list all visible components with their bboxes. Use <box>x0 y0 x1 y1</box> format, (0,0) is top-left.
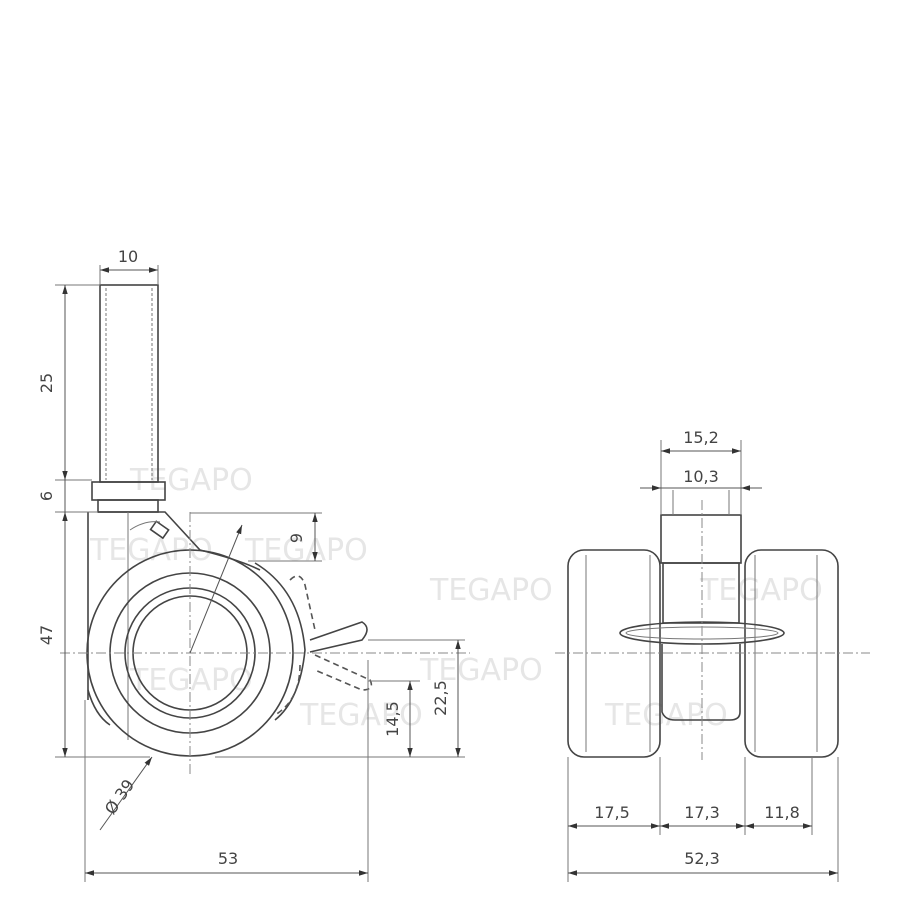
svg-text:TEGAPO: TEGAPO <box>244 533 368 568</box>
front-dimensions <box>567 440 839 882</box>
dim-wheel-diameter: Ø 39 <box>101 776 138 818</box>
svg-text:TEGAPO: TEGAPO <box>699 573 823 608</box>
dim-total-width: 52,3 <box>684 849 720 868</box>
svg-text:TEGAPO: TEGAPO <box>129 663 253 698</box>
side-view: 10 25 6 47 9 22,5 14,5 Ø 39 53 <box>37 247 470 882</box>
svg-text:TEGAPO: TEGAPO <box>419 653 543 688</box>
front-view: 15,2 10,3 17,5 17,3 11,8 52,3 <box>555 428 870 882</box>
svg-text:TEGAPO: TEGAPO <box>429 573 553 608</box>
threaded-stem <box>99 284 159 483</box>
stem-neck <box>97 499 159 513</box>
dim-stem-length: 25 <box>37 373 56 393</box>
dim-brake-lower: 14,5 <box>383 701 402 737</box>
dim-hub-width: 17,3 <box>684 803 720 822</box>
dim-brake-upper: 22,5 <box>431 680 450 716</box>
dim-stem-width: 10 <box>118 247 138 266</box>
svg-text:TEGAPO: TEGAPO <box>604 698 728 733</box>
svg-text:TEGAPO: TEGAPO <box>299 698 423 733</box>
dim-collar-height: 6 <box>37 491 56 501</box>
dim-total-length: 53 <box>218 849 238 868</box>
dim-left-wheel: 17,5 <box>594 803 630 822</box>
dim-total-height: 47 <box>37 625 56 645</box>
watermarks: TEGAPO TEGAPO TEGAPO TEGAPO TEGAPO TEGAP… <box>89 463 823 733</box>
svg-text:TEGAPO: TEGAPO <box>129 463 253 498</box>
brake-lever <box>254 562 373 721</box>
dim-hub-outer: 15,2 <box>683 428 719 447</box>
radius-leader <box>189 524 243 654</box>
dim-hub-inner: 10,3 <box>683 467 719 486</box>
side-dimensions <box>55 265 465 882</box>
dim-fork-offset: 9 <box>287 533 306 543</box>
dim-right-wheel: 11,8 <box>764 803 800 822</box>
